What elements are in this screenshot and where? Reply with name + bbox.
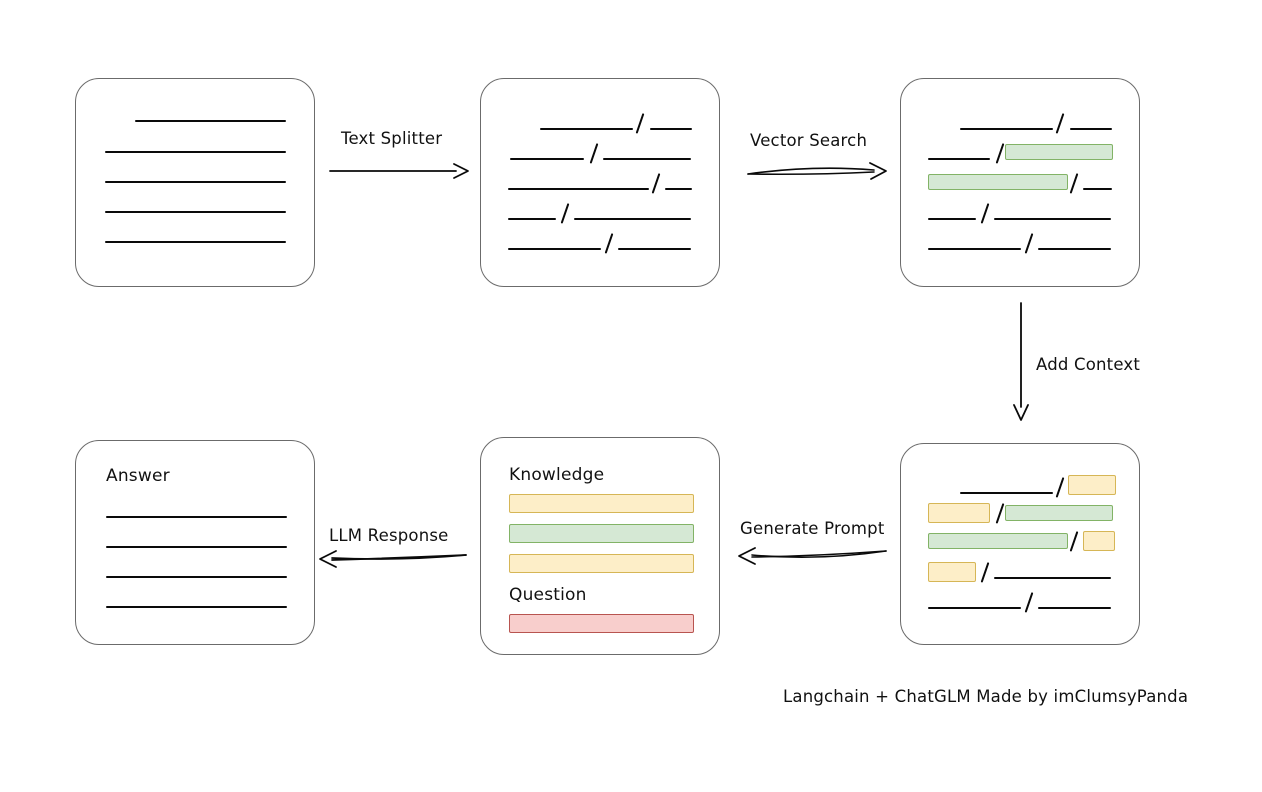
split-row-5-left (508, 248, 601, 250)
source-line-1 (135, 120, 286, 122)
split-row-2-left (510, 158, 584, 160)
edge-label-generate-prompt: Generate Prompt (740, 519, 885, 538)
prompt-question-chip-1 (509, 614, 694, 633)
edge-label-add-context: Add Context (1036, 355, 1141, 374)
prompt-knowledge-chip-3 (509, 554, 694, 573)
matched-row-4-right (994, 218, 1111, 220)
answer-line-4 (106, 606, 287, 608)
context-row-3-left-highlight (928, 533, 1068, 549)
prompt-knowledge-chip-1 (509, 494, 694, 513)
prompt-knowledge-label: Knowledge (509, 465, 605, 485)
context-row-1-right-highlight (1068, 475, 1116, 495)
answer-line-3 (106, 576, 287, 578)
source-line-5 (105, 241, 286, 243)
split-row-5-right (618, 248, 691, 250)
matched-row-1-right (1070, 128, 1112, 130)
source-line-2 (105, 151, 286, 153)
edge-generate-prompt (738, 545, 887, 571)
answer-line-1 (106, 516, 287, 518)
edge-label-llm-response: LLM Response (329, 526, 449, 545)
context-row-1-left (960, 492, 1053, 494)
matched-row-2-left (928, 158, 990, 160)
matched-row-5-right (1038, 248, 1111, 250)
node-answer[interactable] (75, 440, 315, 645)
context-row-2-right-highlight (1005, 505, 1113, 521)
footer-credit: Langchain + ChatGLM Made by imClumsyPand… (783, 687, 1189, 706)
matched-row-3-right (1083, 188, 1112, 190)
split-row-4-left (508, 218, 556, 220)
node-split-document[interactable] (480, 78, 720, 287)
split-row-4-right (574, 218, 691, 220)
answer-line-2 (106, 546, 287, 548)
context-row-4-left-highlight (928, 562, 976, 582)
source-line-4 (105, 211, 286, 213)
split-row-3-left (508, 188, 649, 190)
context-row-4-right (994, 577, 1111, 579)
context-row-5-left (928, 607, 1021, 609)
edge-text-splitter (329, 160, 470, 186)
edge-label-vector-search: Vector Search (750, 131, 868, 150)
source-line-3 (105, 181, 286, 183)
edge-label-text-splitter: Text Splitter (341, 129, 443, 148)
matched-row-5-left (928, 248, 1021, 250)
prompt-question-label: Question (509, 585, 587, 605)
split-row-1-left (540, 128, 633, 130)
matched-row-2-right-highlight (1005, 144, 1113, 160)
prompt-knowledge-chip-2 (509, 524, 694, 543)
edge-add-context (1009, 302, 1035, 421)
edge-vector-search (747, 160, 888, 186)
matched-row-4-left (928, 218, 976, 220)
matched-row-3-left-highlight (928, 174, 1068, 190)
context-row-5-right (1038, 607, 1111, 609)
split-row-2-right (603, 158, 691, 160)
split-row-1-right (650, 128, 692, 130)
answer-label: Answer (106, 466, 170, 486)
context-row-3-right-highlight (1083, 531, 1115, 551)
split-row-3-right (665, 188, 692, 190)
matched-row-1-left (960, 128, 1053, 130)
edge-llm-response (319, 548, 467, 574)
context-row-2-left-highlight (928, 503, 990, 523)
